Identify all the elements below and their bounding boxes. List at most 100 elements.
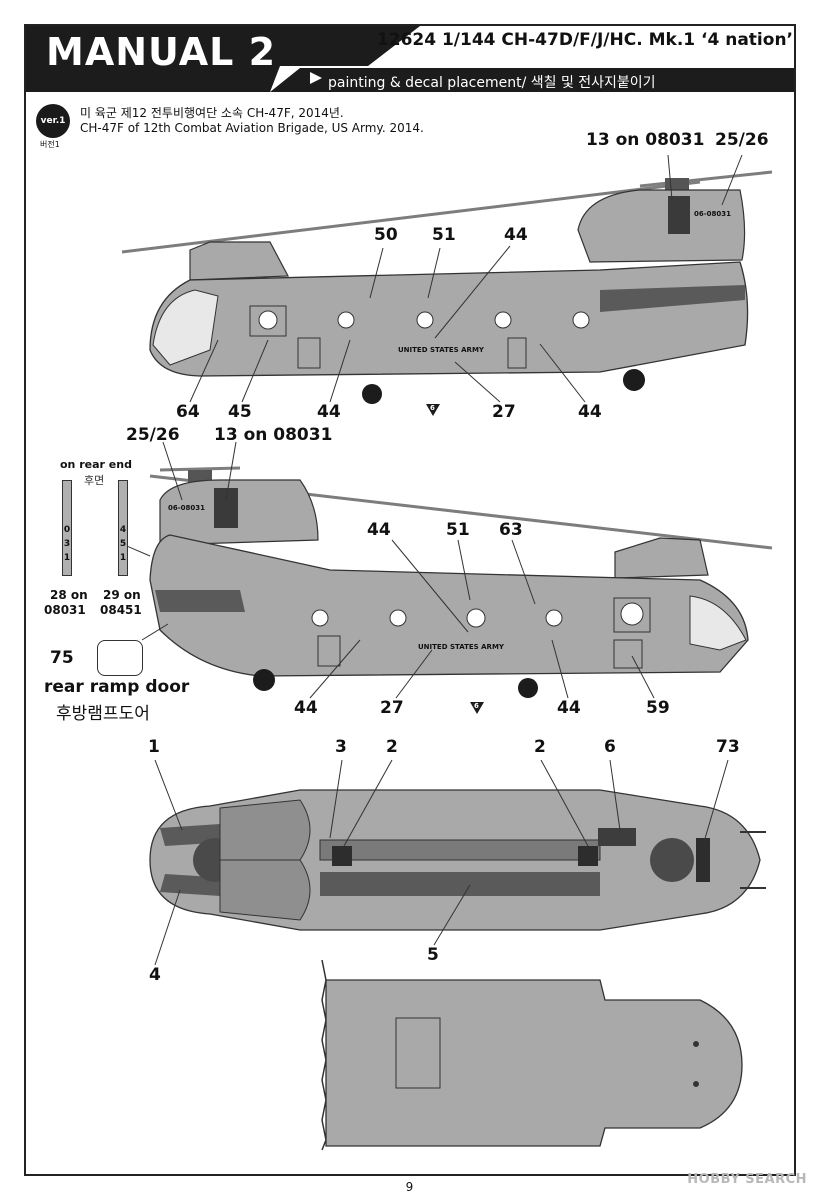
page-number: 9 — [405, 1180, 414, 1194]
decal-block — [696, 838, 710, 882]
callout-44: 44 — [294, 698, 318, 718]
window — [620, 602, 644, 626]
leader-line — [609, 759, 621, 831]
cargo-hook-hatch — [395, 1017, 441, 1089]
leader-line — [391, 539, 469, 633]
leader-line — [631, 655, 655, 699]
callout-5: 5 — [427, 945, 439, 965]
leader-line — [225, 441, 237, 501]
tail-code: 06-08031 — [694, 210, 731, 218]
wheel — [518, 678, 538, 698]
leader-line — [540, 759, 589, 847]
forward-pylon — [189, 241, 289, 281]
rear-dark-panel — [155, 590, 245, 612]
callout-63: 63 — [499, 520, 523, 540]
callout-59: 59 — [646, 698, 670, 718]
callout-44: 44 — [367, 520, 391, 540]
callout-2: 2 — [534, 737, 546, 757]
leader-line — [433, 884, 471, 946]
leader-line — [551, 639, 569, 699]
leader-line — [703, 759, 729, 843]
front-rotor-blade — [121, 180, 701, 254]
version-title-english: CH-47F of 12th Combat Aviation Brigade, … — [80, 121, 424, 135]
subtitle-arrow-icon — [310, 72, 322, 84]
strip-a-serial: 08031 — [44, 603, 86, 617]
subtitle-band — [270, 68, 794, 92]
header-band — [26, 26, 420, 92]
leader-line — [721, 154, 743, 206]
callout-45: 45 — [228, 402, 252, 422]
callout-27: 27 — [380, 698, 404, 718]
side-view-2 — [121, 441, 773, 714]
fuselage — [149, 534, 749, 677]
strip-b-caption: 29 on — [103, 588, 141, 602]
callout-51: 51 — [432, 225, 456, 245]
window — [337, 311, 355, 329]
callout-25-26: 25/26 — [715, 130, 769, 150]
door — [613, 639, 643, 669]
engine-pod-upper — [219, 799, 311, 861]
fuselage — [149, 261, 749, 377]
callout-44: 44 — [557, 698, 581, 718]
strip-a-caption: 28 on — [50, 588, 88, 602]
rear-end-label-korean: 후면 — [84, 474, 105, 487]
callout-13-on-08031: 13 on 08031 — [214, 425, 333, 445]
leader-line — [154, 759, 183, 831]
leader-line — [427, 247, 441, 299]
marker-triangle — [470, 702, 484, 714]
cockpit-glazing — [152, 289, 219, 366]
rear-ramp-label-korean: 후방램프도어 — [56, 704, 150, 724]
rear-pylon — [577, 189, 746, 263]
callout-4: 4 — [149, 965, 161, 985]
decal-block — [578, 846, 598, 866]
rotor-head-rear — [650, 838, 694, 882]
window — [416, 311, 434, 329]
cockpit-glazing — [689, 595, 747, 651]
version-badge: ver.1 — [36, 104, 70, 138]
callout-3: 3 — [335, 737, 347, 757]
window — [494, 311, 512, 329]
rear-end-label: on rear end — [60, 458, 132, 471]
rear-ramp-decal — [97, 640, 143, 676]
leader-line — [369, 247, 384, 299]
leader-line — [434, 245, 511, 339]
callout-44: 44 — [317, 402, 341, 422]
window — [389, 609, 407, 627]
wheel — [623, 369, 645, 391]
top-view — [149, 759, 766, 966]
rear-ramp-label: rear ramp door — [44, 677, 190, 697]
rotor-blade — [159, 466, 241, 472]
leader-line — [395, 649, 433, 699]
light — [693, 1081, 699, 1087]
kit-title: 12624 1/144 CH-47D/F/J/HC. Mk.1 ‘4 natio… — [376, 30, 793, 50]
page-frame — [24, 24, 796, 1176]
unit-emblem — [668, 196, 690, 234]
window — [466, 608, 486, 628]
window — [545, 609, 563, 627]
tail-code: 06-08031 — [168, 504, 205, 512]
callout-2: 2 — [386, 737, 398, 757]
wheel — [362, 384, 382, 404]
callout-1: 1 — [148, 737, 160, 757]
bottom-view — [321, 959, 743, 1151]
leader-line — [141, 623, 169, 641]
leader-line — [329, 759, 343, 839]
callout-51: 51 — [446, 520, 470, 540]
callout-13-on-08031: 13 on 08031 — [586, 130, 705, 150]
callout-75: 75 — [50, 648, 74, 668]
leader-line — [241, 339, 269, 403]
walkway-stripe — [320, 872, 600, 896]
window — [572, 311, 590, 329]
aft-pylon — [159, 479, 319, 546]
marker-number: 6 — [474, 702, 479, 710]
door — [317, 635, 341, 667]
marker-triangle — [426, 404, 440, 416]
version-badge-korean: 버전1 — [40, 140, 60, 149]
window — [311, 609, 329, 627]
callout-6: 6 — [604, 737, 616, 757]
callout-44: 44 — [504, 225, 528, 245]
marker-number: 6 — [430, 404, 435, 412]
leader-line — [343, 759, 393, 847]
